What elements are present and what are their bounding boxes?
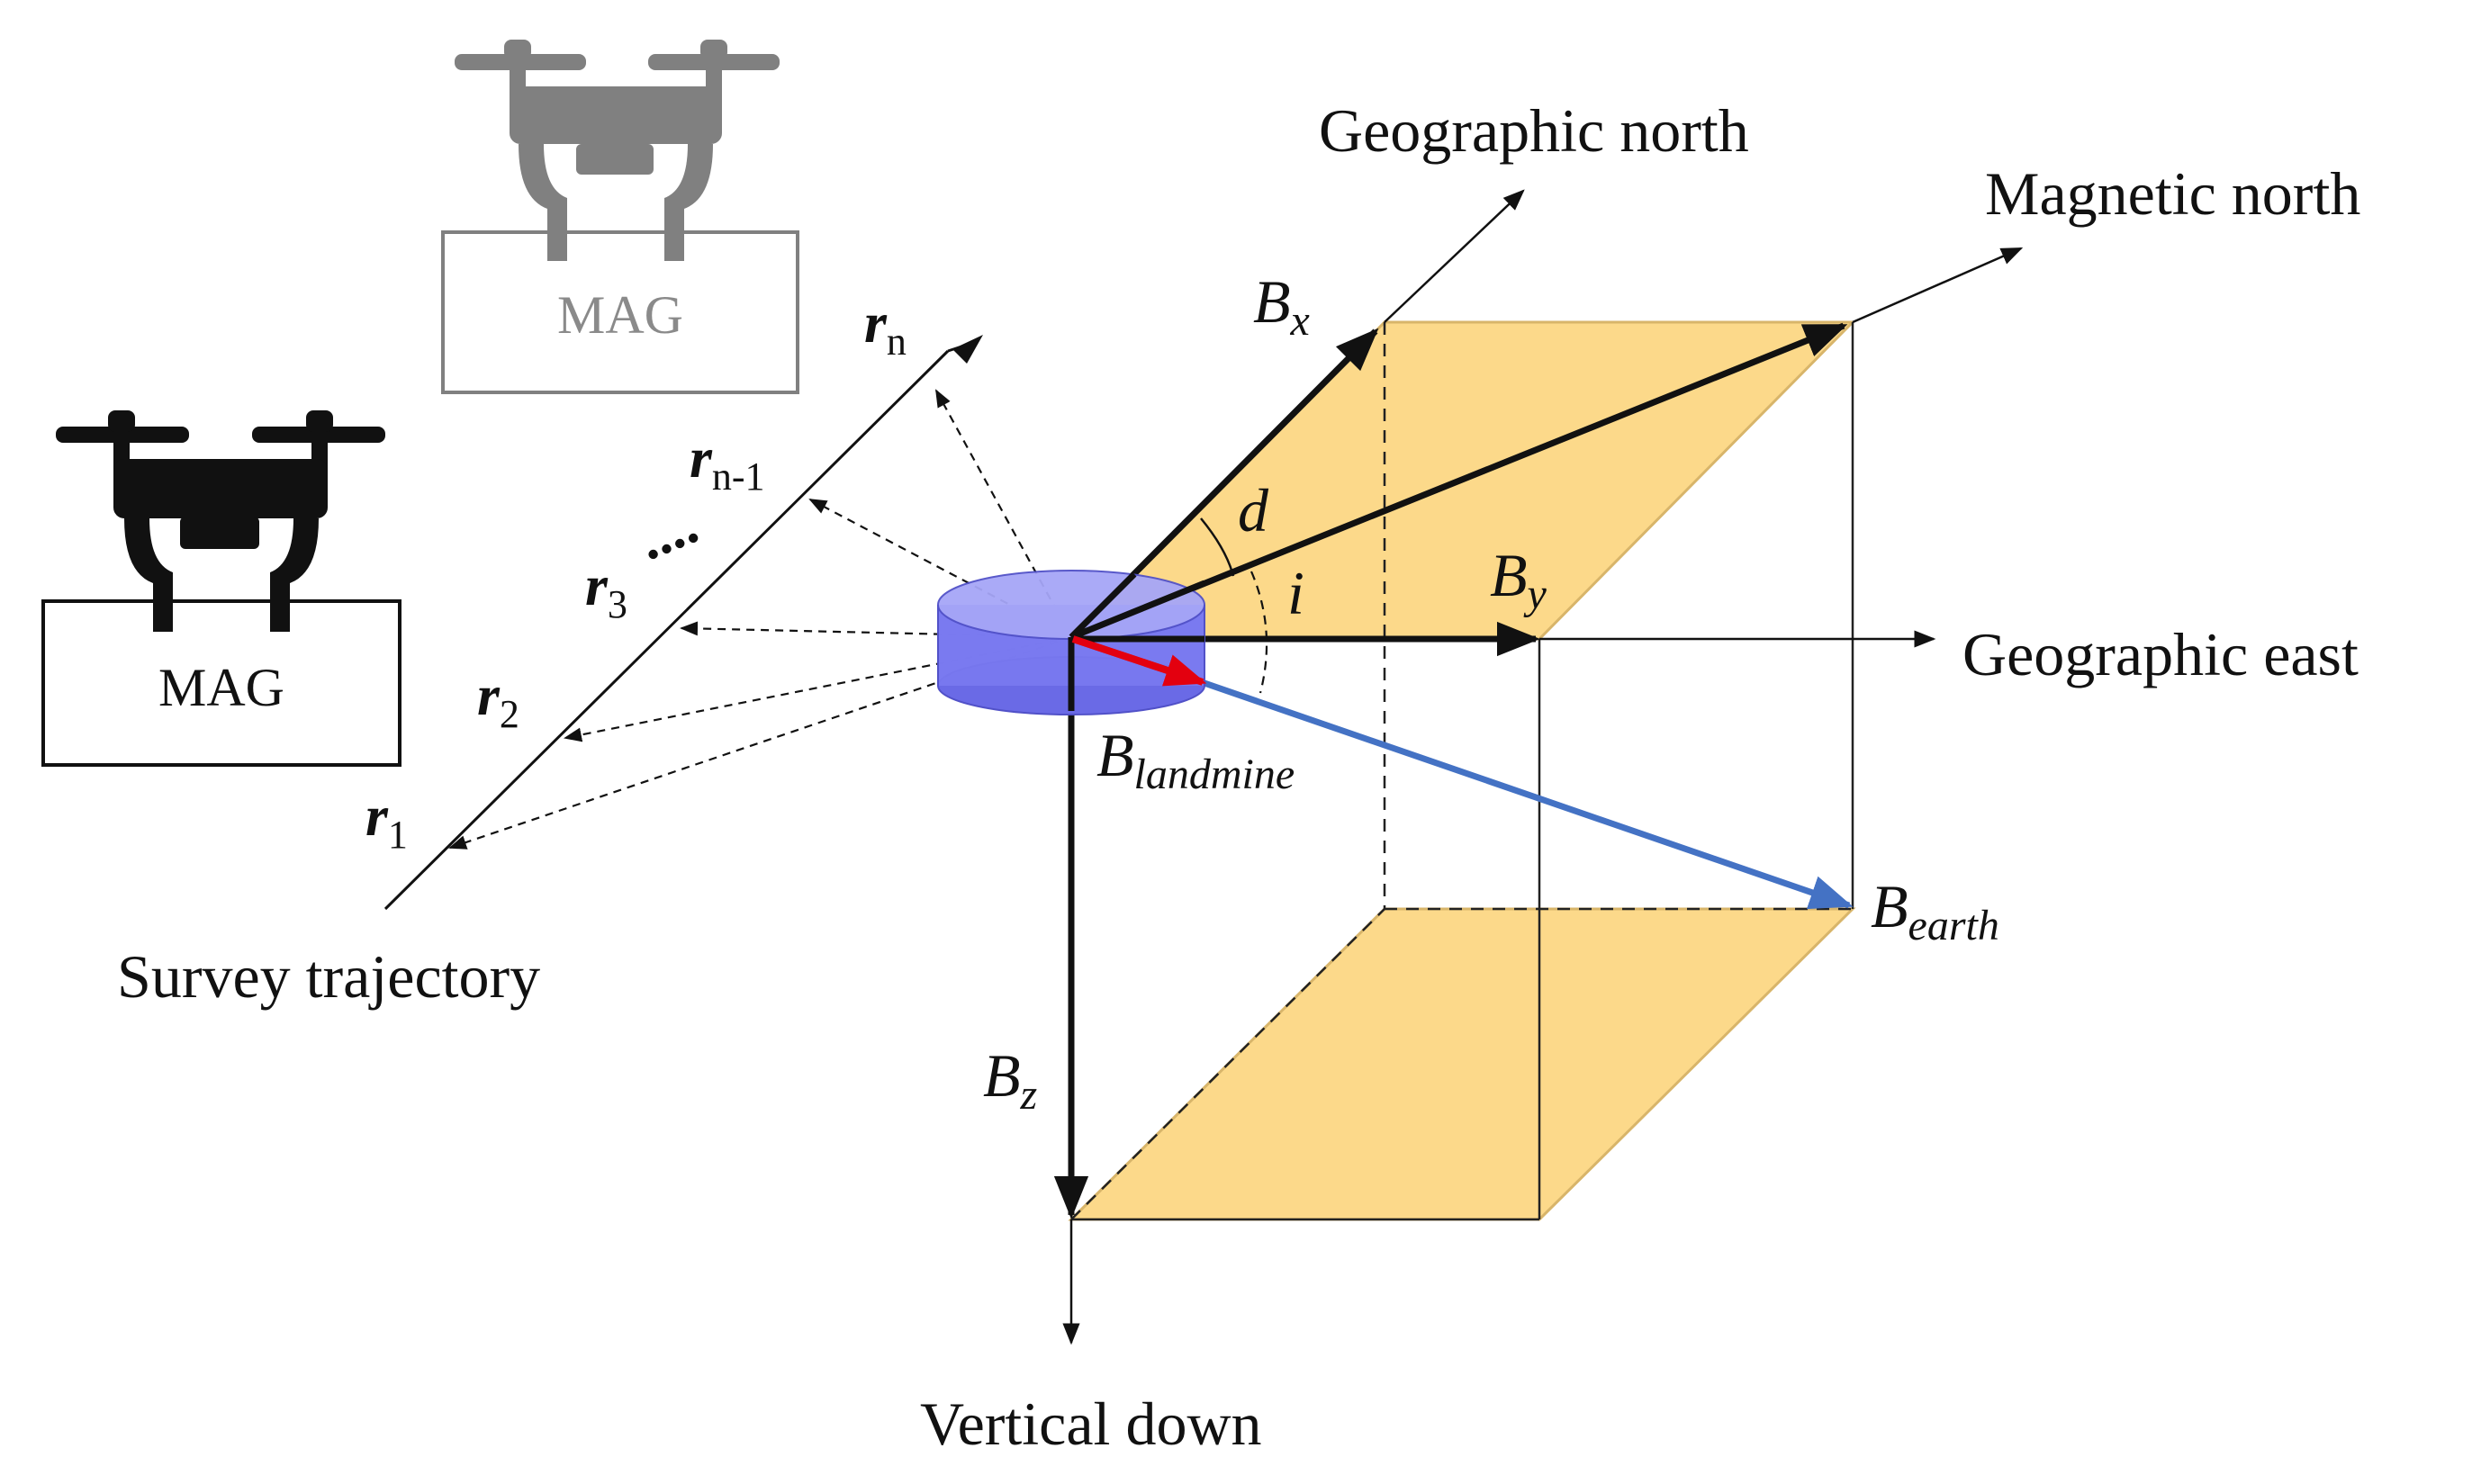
position-ellipsis: .... (631, 490, 708, 571)
mag-box-black (41, 599, 401, 767)
box-edge-bottom-left-dashed (1070, 908, 1385, 1220)
b-landmine-label: Blandmine (1096, 721, 1295, 798)
drone-black (56, 410, 385, 630)
survey-trajectory-label: Survey trajectory (117, 942, 540, 1011)
bottom-plane (1068, 907, 1856, 1221)
geographic-east-label: Geographic east (1962, 620, 2359, 688)
bz-label: Bz (983, 1041, 1038, 1119)
drone-gray (455, 40, 780, 261)
geographic-north-axis (1384, 189, 1525, 323)
b-earth-label: Bearth (1871, 872, 1999, 949)
by-label: By (1490, 541, 1547, 618)
survey-trajectory-line (383, 349, 950, 911)
inclination-arc (1250, 571, 1268, 694)
inclination-label: i (1287, 559, 1304, 627)
bx-label: Bx (1253, 267, 1310, 345)
geographic-north-label: Geographic north (1319, 96, 1749, 165)
magnetic-north-label: Magnetic north (1985, 159, 2360, 228)
position-label-r1: r1 (365, 784, 408, 857)
mag-box-gray (441, 230, 799, 394)
position-label-rn: rn (864, 291, 907, 364)
declination-label: d (1238, 476, 1269, 544)
position-label-rn-1: rn-1 (690, 426, 765, 499)
mag-label-gray: MAG (557, 285, 683, 345)
position-label-r3: r3 (585, 553, 627, 626)
magnetic-north-axis (1852, 247, 2024, 324)
mag-label-black: MAG (158, 658, 284, 717)
vertical-down-label: Vertical down (920, 1390, 1262, 1458)
position-label-r2: r2 (477, 663, 519, 736)
